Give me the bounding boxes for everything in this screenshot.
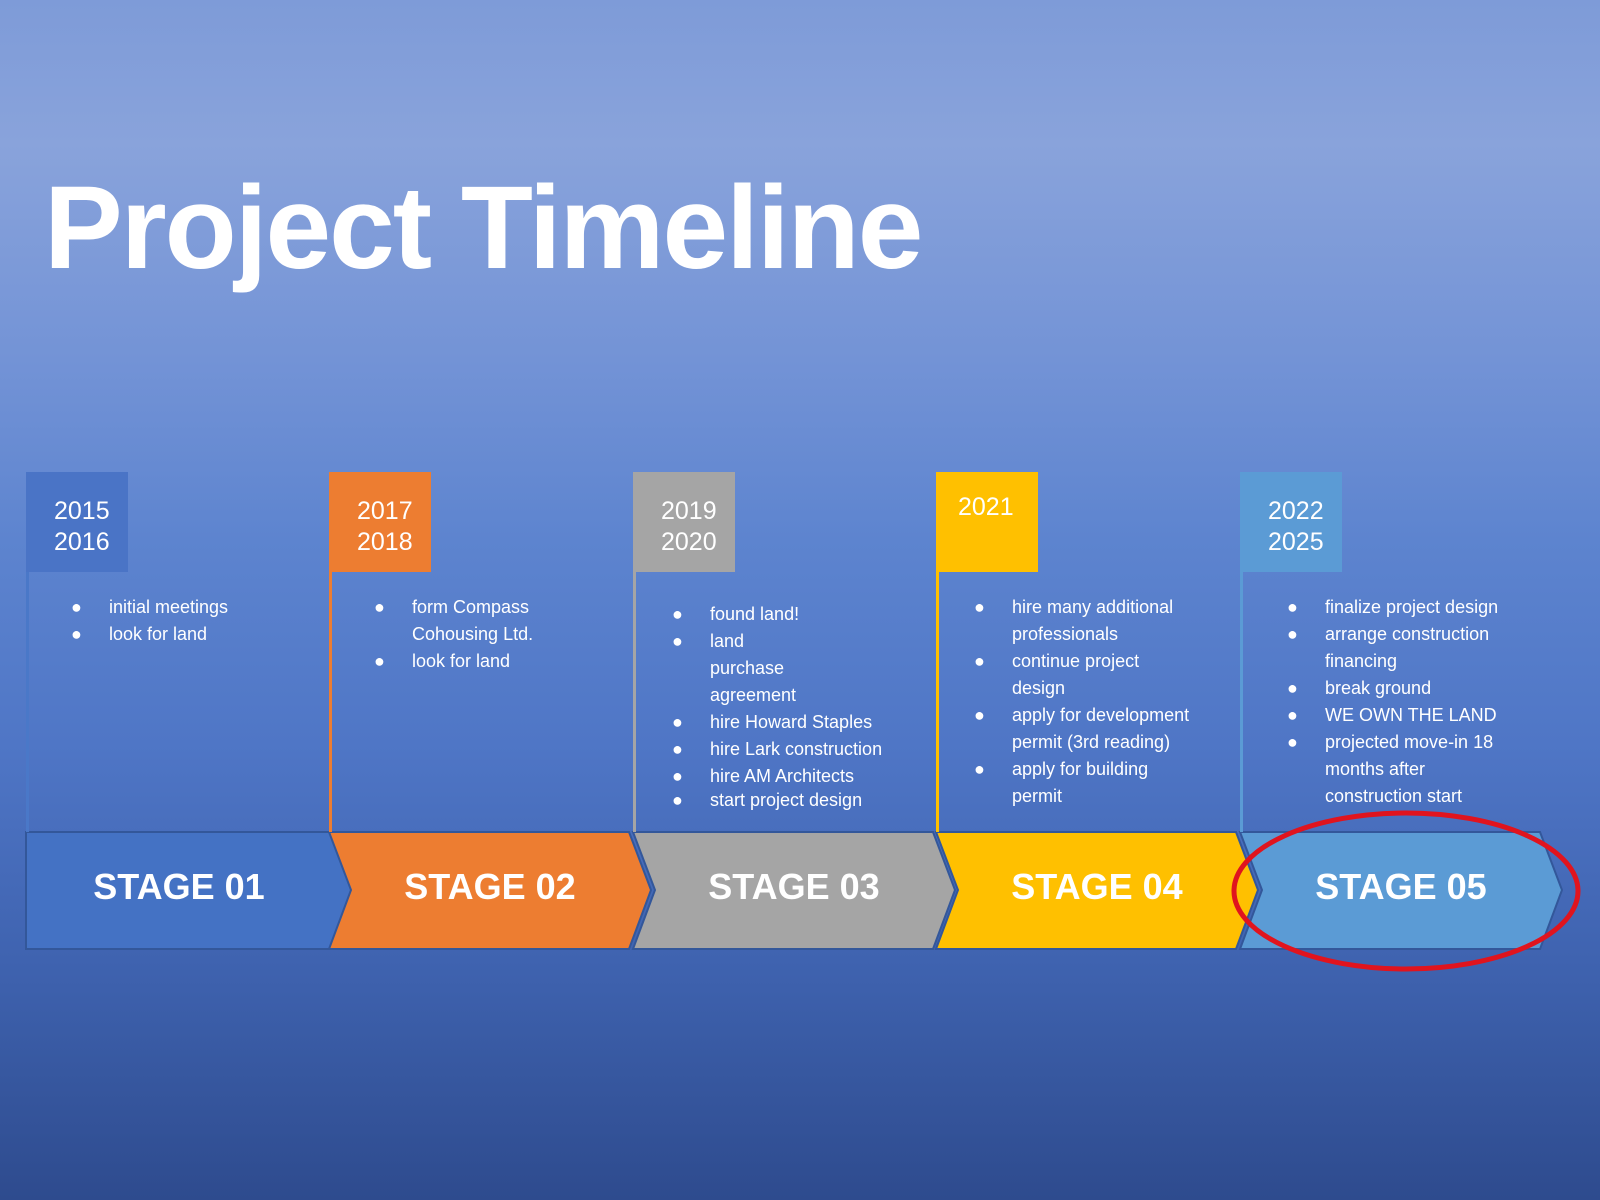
stage-04-items: ● hire many additional professionals ● con… [974, 594, 1214, 810]
list-item: ● projected move-in 18 months after const… [1287, 729, 1527, 810]
list-item: ● arrange construction financing [1287, 621, 1527, 675]
item-text: arrange construction financing [1325, 624, 1490, 671]
year-start: 2017 [357, 497, 413, 525]
bullet-icon: ● [672, 712, 683, 732]
list-item: ● hire Lark construction [672, 736, 912, 763]
stage-05-chevron [1238, 831, 1564, 950]
stage-02-chevron [327, 831, 653, 950]
list-item: ● hire AM Architects [672, 763, 912, 790]
bullet-icon: ● [1287, 705, 1298, 725]
bullet-icon: ● [374, 597, 385, 617]
item-text: hire many additional professionals [1012, 597, 1174, 644]
year-start: 2019 [661, 497, 717, 525]
item-text: hire Lark construction [710, 739, 883, 759]
stage-04-label: STAGE 04 [1011, 866, 1183, 907]
bullet-icon: ● [672, 631, 683, 651]
bullet-icon: ● [974, 705, 985, 725]
item-text: break ground [1325, 678, 1432, 698]
bullet-icon: ● [71, 624, 82, 644]
item-text: form Compass Cohousing Ltd. [412, 597, 534, 644]
stage-05-years: 2022 2025 [1240, 472, 1342, 572]
bullet-icon: ● [974, 651, 985, 671]
stage-03-years: 2019 2020 [633, 472, 735, 572]
list-item: ● start project design [672, 787, 912, 814]
stage-03-connector [633, 572, 636, 832]
highlight-circle [1231, 810, 1581, 972]
stage-01-items: ● initial meetings ● look for land [71, 594, 341, 648]
stage-02-label: STAGE 02 [404, 866, 576, 907]
year-start: 2022 [1268, 497, 1324, 525]
item-text: continue project design [1012, 651, 1140, 698]
list-item: ● land purchase agreement [672, 628, 912, 709]
stage-02-connector [329, 572, 332, 832]
item-text: hire AM Architects [710, 766, 855, 786]
item-text: look for land [109, 624, 208, 644]
year-end: 2025 [1268, 528, 1324, 556]
year-end: 2020 [661, 528, 717, 556]
bullet-icon: ● [1287, 678, 1298, 698]
stage-05-items: ● finalize project design ● arrange constr… [1287, 594, 1527, 810]
list-item: ● initial meetings [71, 594, 341, 621]
bullet-icon: ● [1287, 597, 1298, 617]
list-item: ● continue project design [974, 648, 1214, 702]
stage-01-label: STAGE 01 [93, 866, 265, 907]
item-text: look for land [412, 651, 511, 671]
stage-03-chevron [631, 831, 957, 950]
list-item: ● finalize project design [1287, 594, 1527, 621]
bullet-icon: ● [672, 790, 683, 810]
list-item: ● found land! [672, 601, 912, 628]
stage-04-connector [936, 572, 939, 832]
stage-03-items: ● found land! ● land purchase agreement ● h… [672, 601, 912, 814]
stage-03-label: STAGE 03 [708, 866, 880, 907]
list-item: ● apply for building permit [974, 756, 1214, 810]
bullet-icon: ● [1287, 624, 1298, 644]
item-text: start project design [710, 790, 863, 810]
year-end: 2016 [54, 528, 110, 556]
bullet-icon: ● [672, 739, 683, 759]
year-start: 2021 [958, 493, 1014, 521]
list-item: ● hire Howard Staples [672, 709, 912, 736]
stage-01-years: 2015 2016 [26, 472, 128, 572]
bullet-icon: ● [374, 651, 385, 671]
item-text: land purchase agreement [710, 631, 797, 705]
item-text: apply for development permit (3rd readin… [1012, 705, 1190, 752]
bullet-icon: ● [974, 759, 985, 779]
list-item: ● look for land [374, 648, 574, 675]
year-end: 2018 [357, 528, 413, 556]
stage-02-years: 2017 2018 [329, 472, 431, 572]
list-item: ● form Compass Cohousing Ltd. [374, 594, 574, 648]
item-text: found land! [710, 604, 800, 624]
year-start: 2015 [54, 497, 110, 525]
stage-04-years: 2021 [936, 472, 1038, 572]
stage-05-connector [1240, 572, 1243, 832]
list-item: ● WE OWN THE LAND [1287, 702, 1527, 729]
bullet-icon: ● [974, 597, 985, 617]
list-item: ● apply for development permit (3rd readi… [974, 702, 1214, 756]
stage-01-connector [26, 572, 29, 832]
bullet-icon: ● [71, 597, 82, 617]
item-text: initial meetings [109, 597, 229, 617]
item-text: apply for building permit [1012, 759, 1149, 806]
stage-05-label: STAGE 05 [1315, 866, 1487, 907]
list-item: ● hire many additional professionals [974, 594, 1214, 648]
stage-04-chevron [934, 831, 1260, 950]
bullet-icon: ● [672, 766, 683, 786]
list-item: ● break ground [1287, 675, 1527, 702]
item-text: finalize project design [1325, 597, 1499, 617]
slide-title: Project Timeline [44, 162, 923, 294]
item-text: projected move-in 18 months after constr… [1325, 732, 1494, 806]
bullet-icon: ● [1287, 732, 1298, 752]
stage-02-items: ● form Compass Cohousing Ltd. ● look for l… [374, 594, 574, 675]
item-text: WE OWN THE LAND [1325, 705, 1497, 725]
list-item: ● look for land [71, 621, 341, 648]
item-text: hire Howard Staples [710, 712, 873, 732]
bullet-icon: ● [672, 604, 683, 624]
